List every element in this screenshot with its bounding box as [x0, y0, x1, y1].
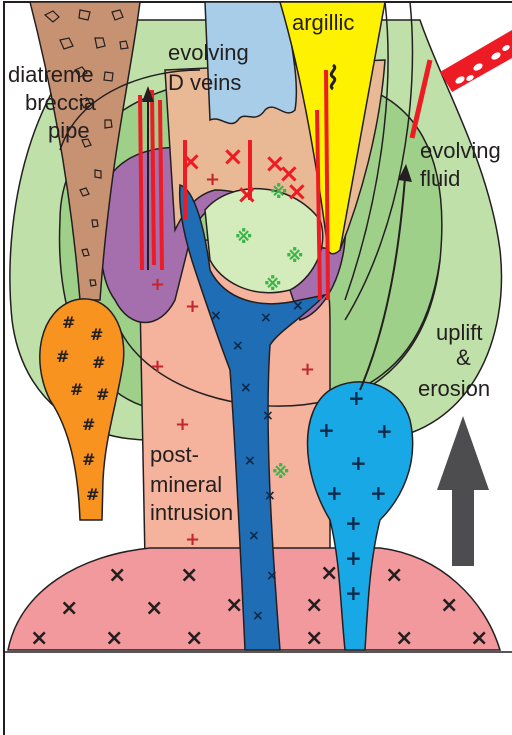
svg-text:+: +	[345, 511, 362, 535]
svg-text:+: +	[350, 451, 367, 475]
svg-text:#: #	[90, 325, 103, 344]
svg-text:×: ×	[264, 149, 286, 179]
svg-text:※: ※	[235, 227, 253, 248]
svg-text:+: +	[185, 296, 200, 317]
svg-text:×: ×	[385, 563, 403, 588]
svg-text:×: ×	[30, 626, 48, 651]
bottom-blank	[5, 653, 512, 735]
svg-text:×: ×	[260, 310, 272, 326]
svg-text:×: ×	[305, 593, 323, 618]
svg-text:×: ×	[292, 298, 304, 314]
svg-text:+: +	[185, 529, 200, 550]
svg-text:+: +	[318, 418, 335, 442]
svg-text:#: #	[82, 415, 95, 434]
svg-text:#: #	[82, 450, 95, 469]
intrusion-label-line: intrusion	[150, 500, 233, 525]
svg-text:×: ×	[240, 380, 252, 396]
uplift-label-line: &	[456, 345, 471, 370]
svg-text:#: #	[56, 347, 69, 366]
svg-text:#: #	[70, 380, 83, 399]
svg-text:+: +	[150, 274, 165, 295]
svg-text:×: ×	[248, 528, 260, 544]
svg-text:※: ※	[264, 274, 282, 295]
intrusion-label-line: post-	[150, 442, 199, 467]
veins-label-line: evolving	[168, 40, 249, 65]
diatreme-label-line: diatreme	[8, 62, 94, 87]
svg-text:×: ×	[232, 338, 244, 354]
svg-text:※: ※	[272, 462, 290, 483]
svg-text:+: +	[175, 414, 190, 435]
svg-text:×: ×	[180, 563, 198, 588]
svg-text:×: ×	[60, 596, 78, 621]
svg-text:#: #	[96, 385, 109, 404]
svg-text:×: ×	[108, 563, 126, 588]
svg-text:×: ×	[440, 593, 458, 618]
svg-text:×: ×	[225, 593, 243, 618]
svg-text:×: ×	[222, 142, 244, 172]
svg-text:+: +	[300, 359, 315, 380]
svg-text:#: #	[92, 353, 105, 372]
svg-text:※: ※	[286, 246, 304, 267]
diatreme-label-line: pipe	[48, 118, 90, 143]
svg-text:×: ×	[244, 453, 256, 469]
fluid-label-line: evolving	[420, 138, 501, 163]
svg-text:×: ×	[105, 626, 123, 651]
svg-text:+: +	[326, 481, 343, 505]
svg-text:+: +	[370, 481, 387, 505]
svg-text:#: #	[86, 485, 99, 504]
svg-text:+: +	[150, 356, 165, 377]
diatreme-label-line: breccia	[25, 90, 97, 115]
svg-text:×: ×	[210, 308, 222, 324]
argillic-label: argillic	[292, 10, 354, 35]
svg-text:+: +	[345, 546, 362, 570]
svg-text:×: ×	[470, 626, 488, 651]
svg-text:×: ×	[395, 626, 413, 651]
svg-text:×: ×	[305, 626, 323, 651]
uplift-label-line: erosion	[418, 376, 490, 401]
svg-text:×: ×	[185, 626, 203, 651]
svg-text:×: ×	[264, 488, 276, 504]
svg-text:×: ×	[266, 568, 278, 584]
svg-text:+: +	[348, 386, 365, 410]
svg-text:×: ×	[236, 180, 258, 210]
veins-label-line: D veins	[168, 70, 241, 95]
svg-text:+: +	[376, 419, 393, 443]
svg-text:×: ×	[252, 608, 264, 624]
svg-text:×: ×	[145, 596, 163, 621]
svg-text:×: ×	[286, 177, 308, 207]
intrusion-label-line: mineral	[150, 472, 222, 497]
svg-text:+: +	[345, 581, 362, 605]
svg-text:×: ×	[320, 561, 338, 586]
uplift-label-line: uplift	[436, 320, 482, 345]
svg-text:+: +	[205, 169, 220, 190]
fluid-label-line: fluid	[420, 166, 460, 191]
svg-text:#: #	[62, 313, 75, 332]
svg-text:×: ×	[262, 408, 274, 424]
